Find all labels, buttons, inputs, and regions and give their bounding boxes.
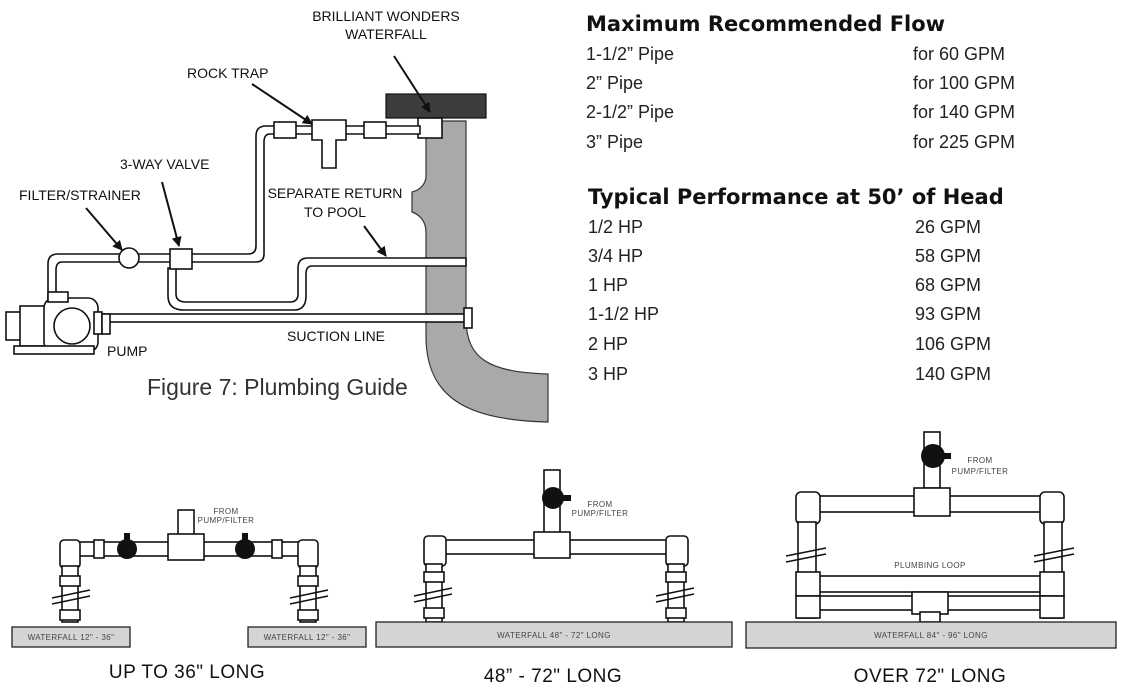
layout-short-base-right-label: WATERFALL 12" - 36" xyxy=(264,633,351,642)
performance-hp-6: 3 HP xyxy=(588,364,628,384)
layout-short-from-line2: PUMP/FILTER xyxy=(198,516,255,525)
label-suction-line: SUCTION LINE xyxy=(287,328,385,344)
figure-caption: Figure 7: Plumbing Guide xyxy=(147,374,408,400)
arrow-rock-trap xyxy=(251,83,313,125)
performance-hp-3: 1 HP xyxy=(588,275,628,295)
max-flow-value-4: for 225 GPM xyxy=(913,132,1015,152)
label-filter-strainer: FILTER/STRAINER xyxy=(19,187,141,203)
return-pipe xyxy=(167,257,467,311)
performance-gpm-3: 68 GPM xyxy=(915,275,981,295)
suction-fitting xyxy=(463,307,473,329)
waterfall-base-left xyxy=(11,626,131,648)
plumbing-figure: BRILLIANT WONDERS WATERFALL ROCK TRAP 3-… xyxy=(5,8,549,423)
three-way-valve-body xyxy=(169,248,193,270)
performance-table: Typical Performance at 50’ of Head 1/2 H… xyxy=(588,185,1004,384)
max-flow-value-1: for 60 GPM xyxy=(913,44,1005,64)
waterfall-supply-pipe xyxy=(189,125,421,263)
performance-hp-4: 1-1/2 HP xyxy=(588,304,659,324)
arrow-filter-strainer xyxy=(85,207,123,251)
waterfall-base-medium xyxy=(375,621,733,648)
layout-short-base-left-label: WATERFALL 12" - 36" xyxy=(28,633,115,642)
max-flow-heading: Maximum Recommended Flow xyxy=(586,12,945,36)
rock-trap-body xyxy=(311,119,347,169)
label-waterfall-line2: WATERFALL xyxy=(345,26,427,42)
performance-gpm-4: 93 GPM xyxy=(915,304,981,324)
arrow-waterfall xyxy=(393,55,431,113)
waterfall-spillway xyxy=(385,93,487,119)
layout-long-base-label: WATERFALL 84" - 96" LONG xyxy=(874,631,988,640)
performance-hp-1: 1/2 HP xyxy=(588,217,643,237)
performance-hp-5: 2 HP xyxy=(588,334,628,354)
label-three-way-valve: 3-WAY VALVE xyxy=(120,156,209,172)
layout-long-title: OVER 72" LONG xyxy=(854,666,1007,687)
max-flow-value-2: for 100 GPM xyxy=(913,73,1015,93)
max-flow-pipe-3: 2-1/2” Pipe xyxy=(586,102,674,122)
performance-heading: Typical Performance at 50’ of Head xyxy=(588,185,1004,209)
max-flow-table: Maximum Recommended Flow 1-1/2” Pipe for… xyxy=(586,12,1015,152)
layout-up-to-36: FROM PUMP/FILTER WATERFALL 12" - 36" WAT… xyxy=(11,507,367,683)
arrow-separate-return xyxy=(363,225,387,257)
label-pump: PUMP xyxy=(107,343,147,359)
layout-long-loop-label: PLUMBING LOOP xyxy=(894,561,965,570)
performance-gpm-2: 58 GPM xyxy=(915,246,981,266)
max-flow-pipe-2: 2” Pipe xyxy=(586,73,643,93)
layout-medium-from-line2: PUMP/FILTER xyxy=(572,509,629,518)
rock-trap-coupling-left xyxy=(273,121,297,139)
label-rock-trap: ROCK TRAP xyxy=(187,65,268,81)
rock-trap-coupling-right xyxy=(363,121,387,139)
layout-48-72: FROM PUMP/FILTER WATERFALL 48" - 72" LON… xyxy=(375,469,733,687)
max-flow-pipe-4: 3” Pipe xyxy=(586,132,643,152)
suction-pipe xyxy=(99,313,471,323)
performance-gpm-5: 106 GPM xyxy=(915,334,991,354)
filter-strainer-body xyxy=(118,247,140,269)
layout-short-from-line1: FROM xyxy=(213,507,238,516)
arrow-three-way-valve xyxy=(161,181,182,247)
layout-medium-base-label: WATERFALL 48" - 72" LONG xyxy=(497,631,611,640)
layout-medium-from-line1: FROM xyxy=(587,500,612,509)
waterfall-base-right xyxy=(247,626,367,648)
label-separate-return-line2: TO POOL xyxy=(304,204,366,220)
max-flow-value-3: for 140 GPM xyxy=(913,102,1015,122)
performance-hp-2: 3/4 HP xyxy=(588,246,643,266)
layout-over-72: FROM PUMP/FILTER PLUMBING LOOP WATERFALL… xyxy=(745,431,1117,687)
label-separate-return-line1: SEPARATE RETURN xyxy=(268,185,403,201)
waterfall-base-long xyxy=(745,621,1117,649)
pump xyxy=(5,291,111,355)
layout-long-from-line1: FROM xyxy=(967,456,992,465)
valve-left-icon xyxy=(117,539,137,559)
performance-gpm-1: 26 GPM xyxy=(915,217,981,237)
label-waterfall-line1: BRILLIANT WONDERS xyxy=(312,8,460,24)
layout-short-title: UP TO 36" LONG xyxy=(109,662,265,683)
performance-gpm-6: 140 GPM xyxy=(915,364,991,384)
layout-medium-title: 48” - 72" LONG xyxy=(484,666,622,687)
waterfall-wall xyxy=(411,120,549,423)
layout-long-from-line2: PUMP/FILTER xyxy=(952,467,1009,476)
max-flow-pipe-1: 1-1/2” Pipe xyxy=(586,44,674,64)
valve-right-icon xyxy=(235,539,255,559)
waterfall-inlet-box xyxy=(417,117,443,139)
